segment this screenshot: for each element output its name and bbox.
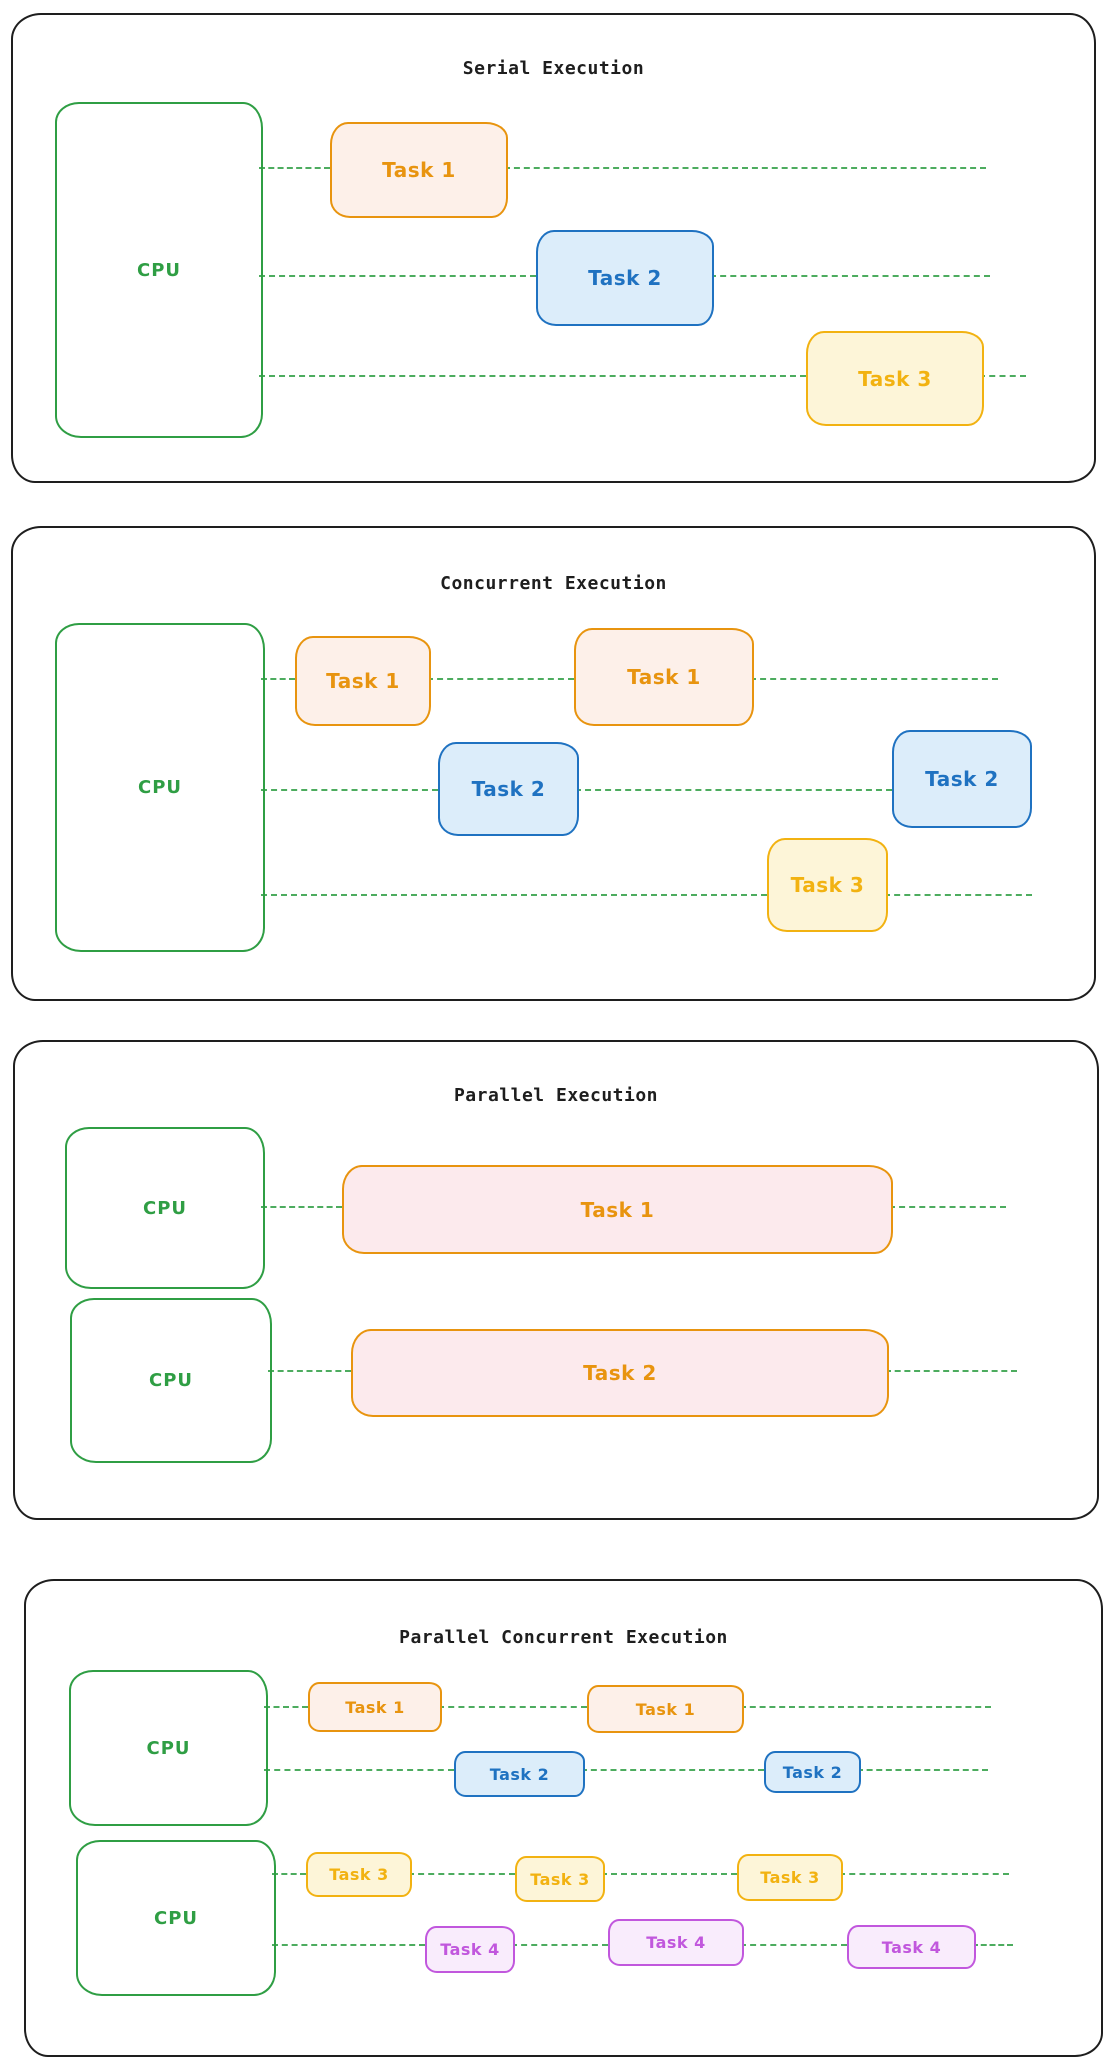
- task-label: Task 1: [627, 665, 701, 689]
- cpu-box: CPU: [65, 1127, 265, 1289]
- timeline-dotted-line: [884, 894, 1032, 896]
- task-label: Task 1: [345, 1697, 405, 1717]
- timeline-dotted-line: [261, 1206, 342, 1208]
- panel-parallel-execution: Parallel Execution CPU CPU Task 1 Task 2: [13, 1040, 1099, 1520]
- task-box-task2: Task 2: [892, 730, 1032, 828]
- task-bar-task1: Task 1: [342, 1165, 893, 1254]
- task-label: Task 4: [646, 1933, 706, 1952]
- panel-concurrent-execution: Concurrent Execution CPU Task 1 Task 1 T…: [11, 526, 1096, 1001]
- task-label: Task 3: [530, 1869, 590, 1889]
- task-label: Task 1: [580, 1197, 655, 1222]
- cpu-box: CPU: [69, 1670, 268, 1826]
- cpu-label: CPU: [148, 1370, 194, 1391]
- task-box-task2: Task 2: [764, 1751, 861, 1793]
- task-box-task3: Task 3: [737, 1854, 843, 1901]
- task-box-task3: Task 3: [306, 1852, 412, 1897]
- cpu-label: CPU: [142, 1197, 188, 1219]
- timeline-dotted-line: [511, 1944, 608, 1946]
- task-box-task2: Task 2: [438, 742, 579, 836]
- task-box-task4: Task 4: [608, 1919, 744, 1966]
- timeline-dotted-line: [261, 789, 438, 791]
- task-label: Task 2: [583, 1361, 657, 1385]
- task-label: Task 2: [588, 266, 662, 290]
- timeline-dotted-line: [264, 1706, 308, 1708]
- task-label: Task 3: [858, 366, 932, 391]
- timeline-dotted-line: [264, 1769, 454, 1771]
- task-label: Task 3: [760, 1868, 820, 1887]
- timeline-dotted-line: [261, 894, 767, 896]
- timeline-dotted-line: [740, 1944, 847, 1946]
- timeline-dotted-line: [575, 789, 892, 791]
- task-label: Task 2: [782, 1762, 843, 1782]
- timeline-dotted-line: [581, 1769, 764, 1771]
- timeline-dotted-line: [427, 678, 574, 680]
- task-label: Task 1: [635, 1699, 696, 1719]
- timeline-dotted-line: [710, 275, 990, 277]
- timeline-dotted-line: [750, 678, 998, 680]
- timeline-dotted-line: [504, 167, 986, 169]
- panel-serial-execution: Serial Execution CPU Task 1 Task 2 Task …: [11, 13, 1096, 483]
- timeline-dotted-line: [601, 1873, 737, 1875]
- task-label: Task 1: [382, 158, 456, 182]
- timeline-dotted-line: [839, 1873, 1009, 1875]
- timeline-dotted-line: [408, 1873, 515, 1875]
- task-label: Task 3: [790, 873, 865, 897]
- task-box-task1: Task 1: [574, 628, 754, 726]
- timeline-dotted-line: [259, 375, 806, 377]
- cpu-label: CPU: [153, 1907, 199, 1929]
- task-box-task1: Task 1: [330, 122, 508, 218]
- cpu-label: CPU: [137, 777, 183, 798]
- task-box-task3: Task 3: [767, 838, 888, 932]
- task-box-task2: Task 2: [454, 1751, 585, 1797]
- timeline-dotted-line: [889, 1206, 1006, 1208]
- cpu-box: CPU: [70, 1298, 272, 1463]
- timeline-dotted-line: [740, 1706, 991, 1708]
- task-label: Task 4: [440, 1940, 500, 1959]
- panel-parallel-concurrent-execution: Parallel Concurrent Execution CPU CPU Ta…: [24, 1579, 1103, 2057]
- task-box-task1: Task 1: [308, 1682, 442, 1732]
- timeline-dotted-line: [972, 1944, 1013, 1946]
- task-box-task4: Task 4: [425, 1926, 515, 1973]
- task-label: Task 2: [471, 777, 546, 801]
- task-box-task4: Task 4: [847, 1925, 976, 1969]
- cpu-box: CPU: [55, 623, 265, 952]
- task-bar-task2: Task 2: [351, 1329, 889, 1417]
- task-label: Task 4: [881, 1937, 942, 1957]
- task-box-task3: Task 3: [806, 331, 984, 426]
- task-label: Task 2: [489, 1764, 550, 1784]
- task-box-task1: Task 1: [587, 1685, 744, 1733]
- cpu-label: CPU: [136, 259, 182, 281]
- timeline-dotted-line: [272, 1873, 306, 1875]
- panel-title: Serial Execution: [462, 57, 645, 79]
- cpu-box: CPU: [76, 1840, 276, 1996]
- task-label: Task 1: [326, 669, 400, 693]
- timeline-dotted-line: [272, 1944, 425, 1946]
- timeline-dotted-line: [857, 1769, 988, 1771]
- timeline-dotted-line: [261, 678, 295, 680]
- cpu-box: CPU: [55, 102, 263, 438]
- timeline-dotted-line: [438, 1706, 587, 1708]
- panel-title: Parallel Concurrent Execution: [399, 1626, 728, 1648]
- timeline-dotted-line: [979, 375, 1026, 377]
- timeline-dotted-line: [259, 275, 536, 277]
- task-box-task2: Task 2: [536, 230, 714, 326]
- timeline-dotted-line: [259, 167, 330, 169]
- panel-title: Concurrent Execution: [440, 572, 667, 594]
- panel-title: Parallel Execution: [453, 1084, 659, 1106]
- timeline-dotted-line: [885, 1370, 1017, 1372]
- task-label: Task 3: [329, 1865, 389, 1884]
- task-label: Task 2: [925, 767, 999, 791]
- task-box-task1: Task 1: [295, 636, 431, 726]
- timeline-dotted-line: [268, 1370, 351, 1372]
- cpu-label: CPU: [146, 1737, 191, 1759]
- task-box-task3: Task 3: [515, 1856, 605, 1902]
